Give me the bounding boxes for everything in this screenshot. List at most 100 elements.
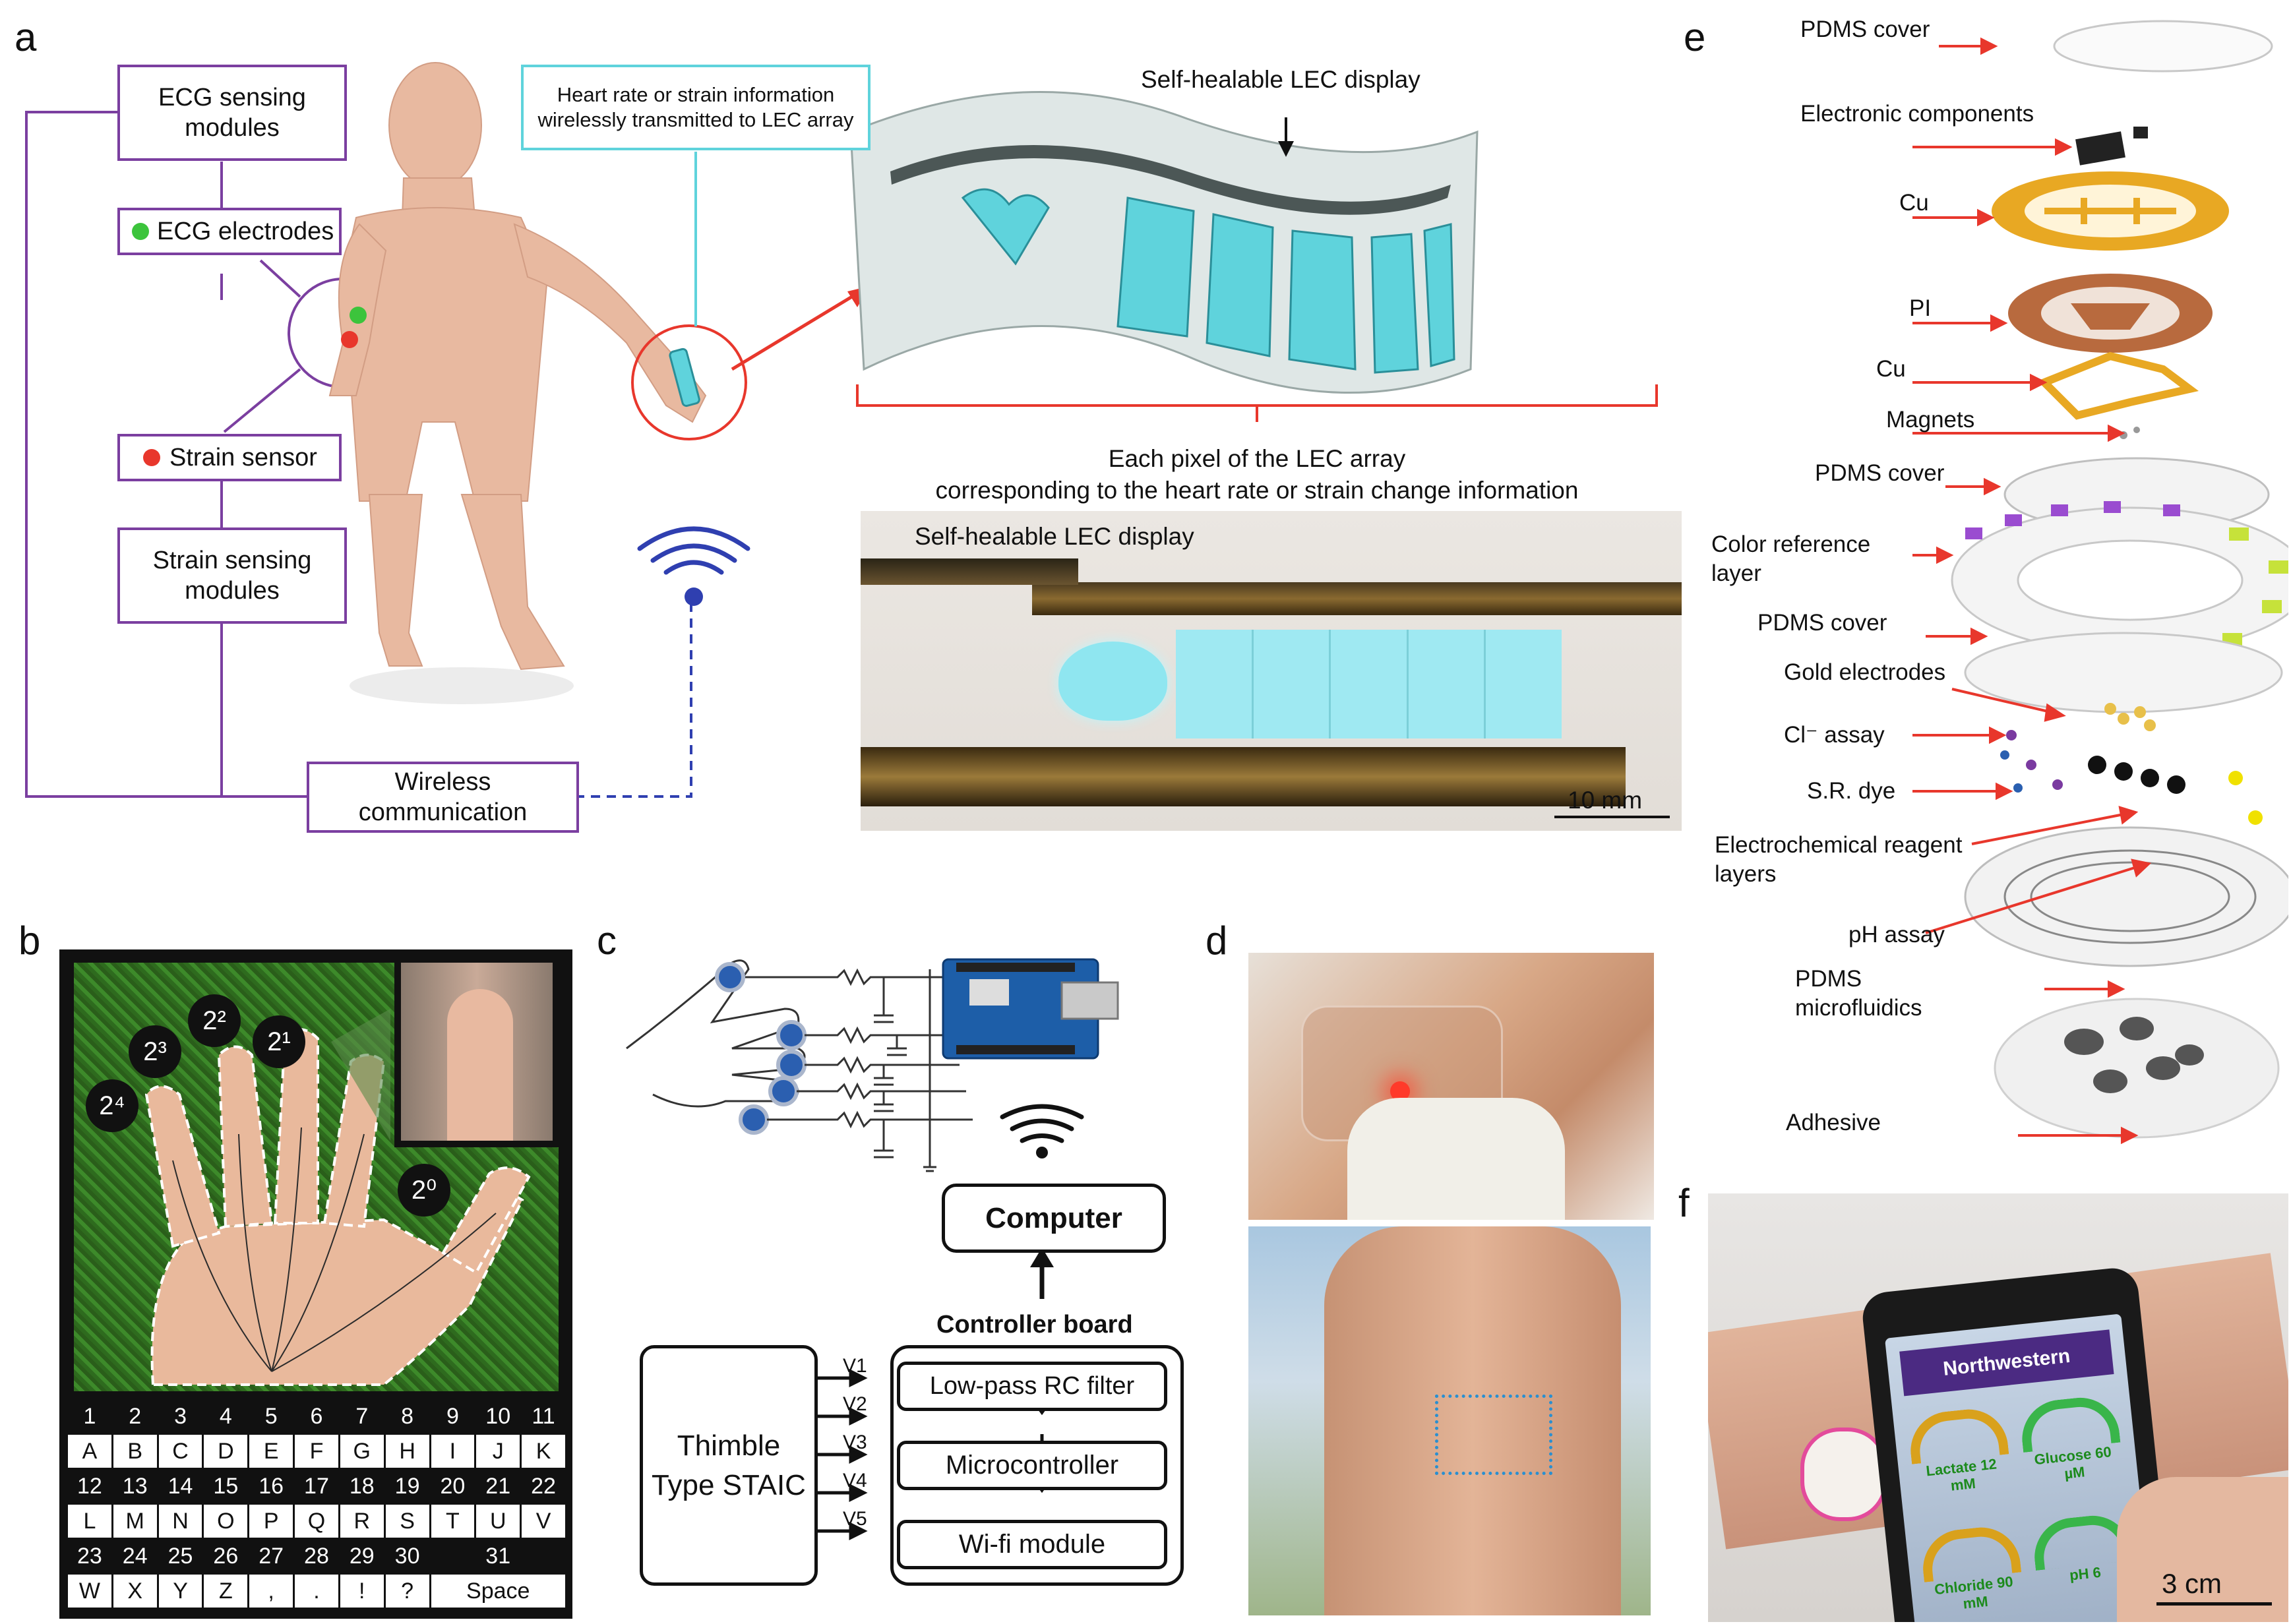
lec-display-title: Self-healable LEC display <box>1141 66 1420 93</box>
wireless-communication-label: Wireless communication <box>358 768 528 826</box>
gauge-ph-label: pH 6 <box>2068 1563 2102 1584</box>
northwestern-logo: Northwestern <box>1899 1329 2114 1397</box>
gauge-glucose: Glucose 60 µM <box>2017 1393 2124 1487</box>
keyboard-cell: D <box>202 1433 250 1470</box>
panel-e-exploded-view <box>1912 20 2288 1145</box>
layer-label-color-reference: Color reference layer <box>1711 531 1871 586</box>
finger-badge-1: 2⁰ <box>398 1164 450 1217</box>
keyboard-cell: O <box>202 1503 250 1540</box>
keyboard-cell: 6 <box>293 1398 340 1435</box>
keyboard-cell: 21 <box>474 1468 522 1505</box>
keyboard-cell: V <box>520 1503 567 1540</box>
keyboard-cell: 13 <box>111 1468 159 1505</box>
patch-highlight-box <box>1435 1395 1552 1475</box>
layer-label-pdms-cover-2: PDMS cover <box>1815 460 1945 486</box>
wifi-icon <box>637 526 750 575</box>
layer-label-adhesive: Adhesive <box>1786 1110 1881 1135</box>
heart-rate-info-box: Heart rate or strain information wireles… <box>521 65 871 150</box>
smartphone-arm-photo: Northwestern Lactate 12 mM Glucose 60 µM… <box>1708 1193 2288 1622</box>
keyboard-cell: 22 <box>520 1468 567 1505</box>
keyboard-cell: C <box>156 1433 204 1470</box>
keyboard-cell: 9 <box>429 1398 477 1435</box>
layer-label-pi: PI <box>1909 295 1932 321</box>
voltage-label-v1: V1 <box>843 1355 867 1377</box>
ecg-sensing-modules-box: ECG sensing modules <box>117 65 347 161</box>
keyboard-cell: 1 <box>66 1398 113 1435</box>
keyboard-cell <box>429 1538 477 1575</box>
keyboard-cell: 16 <box>247 1468 295 1505</box>
wireless-signal-icon <box>1000 1104 1084 1143</box>
finger-badge-4: 2² <box>188 994 241 1047</box>
keyboard-cell: X <box>111 1573 159 1609</box>
strain-sensor-label: Strain sensor <box>169 444 317 471</box>
ecg-electrode-dot <box>350 307 367 324</box>
keyboard-cell: 15 <box>202 1468 250 1505</box>
green-dot-icon <box>132 223 149 240</box>
strain-sensor-box: Strain sensor <box>117 434 342 481</box>
keyboard-cell: K <box>520 1433 567 1470</box>
microcontroller-label: Microcontroller <box>945 1451 1119 1480</box>
controller-board-frame <box>890 1345 1184 1586</box>
strain-sensing-modules-box: Strain sensing modules <box>117 527 347 624</box>
finger-badge-8: 2³ <box>129 1025 181 1078</box>
strain-sensing-modules-label: Strain sensing modules <box>152 547 312 605</box>
keyboard-cell: 31 <box>474 1538 522 1575</box>
panel-a-diagram <box>25 62 1658 798</box>
layer-label-pdms-cover-3: PDMS cover <box>1757 610 1887 636</box>
keyboard-cell: 2 <box>111 1398 159 1435</box>
gloved-hand <box>1347 1098 1565 1220</box>
keyboard-cell <box>520 1538 567 1575</box>
keyboard-cell: E <box>247 1433 295 1470</box>
arduino-board-icon <box>942 958 1119 1060</box>
panel-label-d: d <box>1206 918 1228 963</box>
controller-board-label: Controller board <box>936 1311 1133 1338</box>
finger-badge-2: 2¹ <box>253 1015 305 1068</box>
keyboard-cell: 3 <box>156 1398 204 1435</box>
keyboard-cell: J <box>474 1433 522 1470</box>
keyboard-cell: 30 <box>383 1538 431 1575</box>
keyboard-cell: 12 <box>66 1468 113 1505</box>
arm-patch-photo <box>1248 953 1654 1220</box>
panel-label-b: b <box>18 918 41 963</box>
ecg-electrodes-box: ECG electrodes <box>117 208 342 255</box>
keyboard-cell: 18 <box>338 1468 386 1505</box>
pixel-caption-line-2: corresponding to the heart rate or strai… <box>935 477 1579 504</box>
staic-box: Thimble Type STAIC <box>640 1345 818 1586</box>
keyboard-cell: ? <box>383 1573 431 1609</box>
layer-label-pdms-cover-1: PDMS cover <box>1800 16 1930 42</box>
layer-label-pdms-microfluidics: PDMS microfluidics <box>1795 966 1922 1021</box>
red-dot-icon <box>143 449 160 466</box>
finger-badge-4-label: 2² <box>202 1006 226 1035</box>
pixel-caption: Each pixel of the LEC array correspondin… <box>857 443 1657 506</box>
pixel-caption-line-1: Each pixel of the LEC array <box>1108 445 1406 472</box>
keyboard-cell: 20 <box>429 1468 477 1505</box>
wireless-communication-box: Wireless communication <box>307 762 579 833</box>
finger-badge-8-label: 2³ <box>143 1037 167 1066</box>
chest-patch-photo <box>1248 1226 1651 1615</box>
layer-label-cu-1: Cu <box>1899 190 1929 216</box>
lec-display-photo: Self-healable LEC display 10 mm <box>861 511 1682 831</box>
layer-label-cl-assay: Cl⁻ assay <box>1784 722 1885 748</box>
keyboard-cell: R <box>338 1503 386 1540</box>
ecg-sensing-modules-label: ECG sensing modules <box>158 84 306 142</box>
keyboard-cell: F <box>293 1433 340 1470</box>
keyboard-cell: 25 <box>156 1538 204 1575</box>
glowing-bar-pixels <box>1176 630 1562 738</box>
keyboard-cell: A <box>66 1433 113 1470</box>
finger-badge-16-label: 2⁴ <box>99 1091 125 1120</box>
layer-label-magnets: Magnets <box>1886 407 1975 433</box>
scale-bar-f-label: 3 cm <box>2162 1568 2222 1599</box>
keyboard-cell: 24 <box>111 1538 159 1575</box>
keyboard-cell: B <box>111 1433 159 1470</box>
strain-sensor-dot <box>341 331 358 348</box>
panel-label-f: f <box>1678 1181 1690 1225</box>
layer-label-cu-2: Cu <box>1876 356 1906 382</box>
keyboard-cell: L <box>66 1503 113 1540</box>
keyboard-cell: , <box>247 1573 295 1609</box>
computer-label: Computer <box>985 1201 1122 1234</box>
keyboard-cell: U <box>474 1503 522 1540</box>
glowing-heart-pixel <box>1058 642 1167 721</box>
keyboard-cell: 10 <box>474 1398 522 1435</box>
